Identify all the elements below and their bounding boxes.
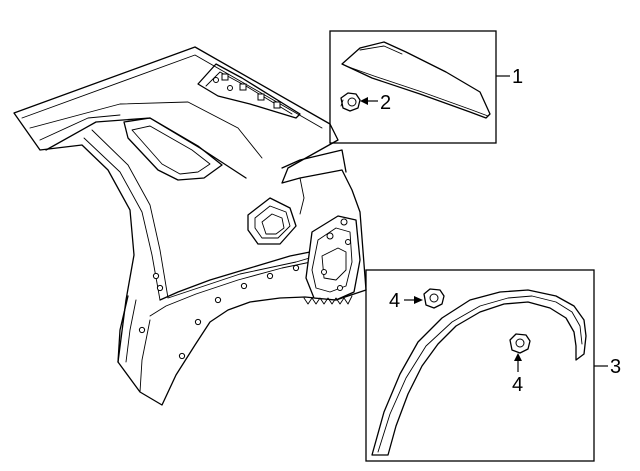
callout-label-1: 1 bbox=[512, 66, 523, 88]
upper-box-frame bbox=[329, 30, 497, 144]
callout-label-2: 2 bbox=[380, 92, 391, 114]
wheel-arch-molding-part bbox=[371, 289, 587, 456]
lower-parts-box bbox=[365, 269, 595, 462]
nut-part-4-upper bbox=[423, 288, 445, 309]
callout-label-4-lower: 4 bbox=[512, 374, 523, 396]
clip-part-2 bbox=[340, 92, 361, 112]
callout-label-4-upper: 4 bbox=[389, 290, 400, 312]
callout-label-3: 3 bbox=[610, 356, 621, 378]
nut-part-4-lower bbox=[509, 333, 531, 354]
quarter-panel bbox=[13, 46, 367, 406]
upper-parts-box bbox=[329, 30, 497, 144]
trim-panel-part bbox=[341, 41, 491, 119]
